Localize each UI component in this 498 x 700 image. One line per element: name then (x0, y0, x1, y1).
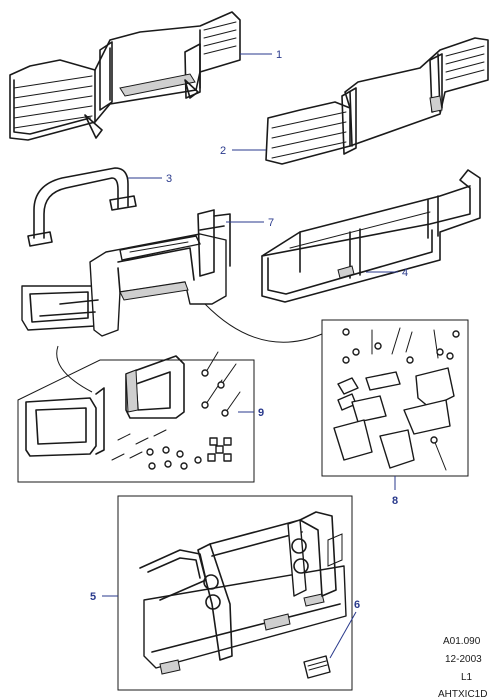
callout-7-label: 7 (268, 217, 274, 229)
part-1-rear-guard (9, 11, 241, 141)
callout-6-label: 6 (354, 599, 360, 611)
reference-block: A01.090 12-2003 L1 AHTXIC1D (438, 636, 487, 700)
callout-7: 7 (226, 217, 274, 229)
callout-4-label: 4 (402, 267, 408, 279)
box-5-assembled-bumper (117, 495, 353, 691)
callout-5: 5 (90, 591, 118, 603)
part-3-hoop (27, 167, 137, 247)
part-7-front-bar (21, 209, 231, 337)
callout-8: 8 (392, 476, 398, 507)
fixings-left (111, 429, 232, 470)
part-6-lamp (303, 655, 331, 679)
brackets-right (333, 367, 455, 471)
callout-3: 3 (128, 173, 172, 185)
callout-2-label: 2 (220, 145, 226, 157)
callout-2: 2 (220, 145, 266, 157)
callout-6: 6 (329, 599, 360, 659)
part-4-side-guard (261, 169, 481, 303)
reference-drawing-id: AHTXIC1D (438, 689, 487, 700)
callout-1: 1 (240, 49, 282, 61)
callout-9-label: 9 (258, 407, 264, 419)
bolt-set-left (201, 351, 241, 417)
bolt-set-right (342, 327, 460, 364)
leader-curves (56, 303, 323, 393)
reference-date: 12-2003 (445, 654, 482, 665)
reference-level: L1 (461, 672, 473, 683)
callout-1-label: 1 (276, 49, 282, 61)
callout-9: 9 (238, 407, 264, 419)
callout-3-label: 3 (166, 173, 172, 185)
box-8-fitting-kit (321, 319, 469, 477)
callout-4: 4 (366, 267, 408, 279)
part-2-rear-guard (265, 37, 489, 165)
reference-code: A01.090 (443, 636, 481, 647)
callout-5-label: 5 (90, 591, 96, 603)
callout-8-label: 8 (392, 495, 398, 507)
box-9-fitting-kit (17, 351, 255, 483)
